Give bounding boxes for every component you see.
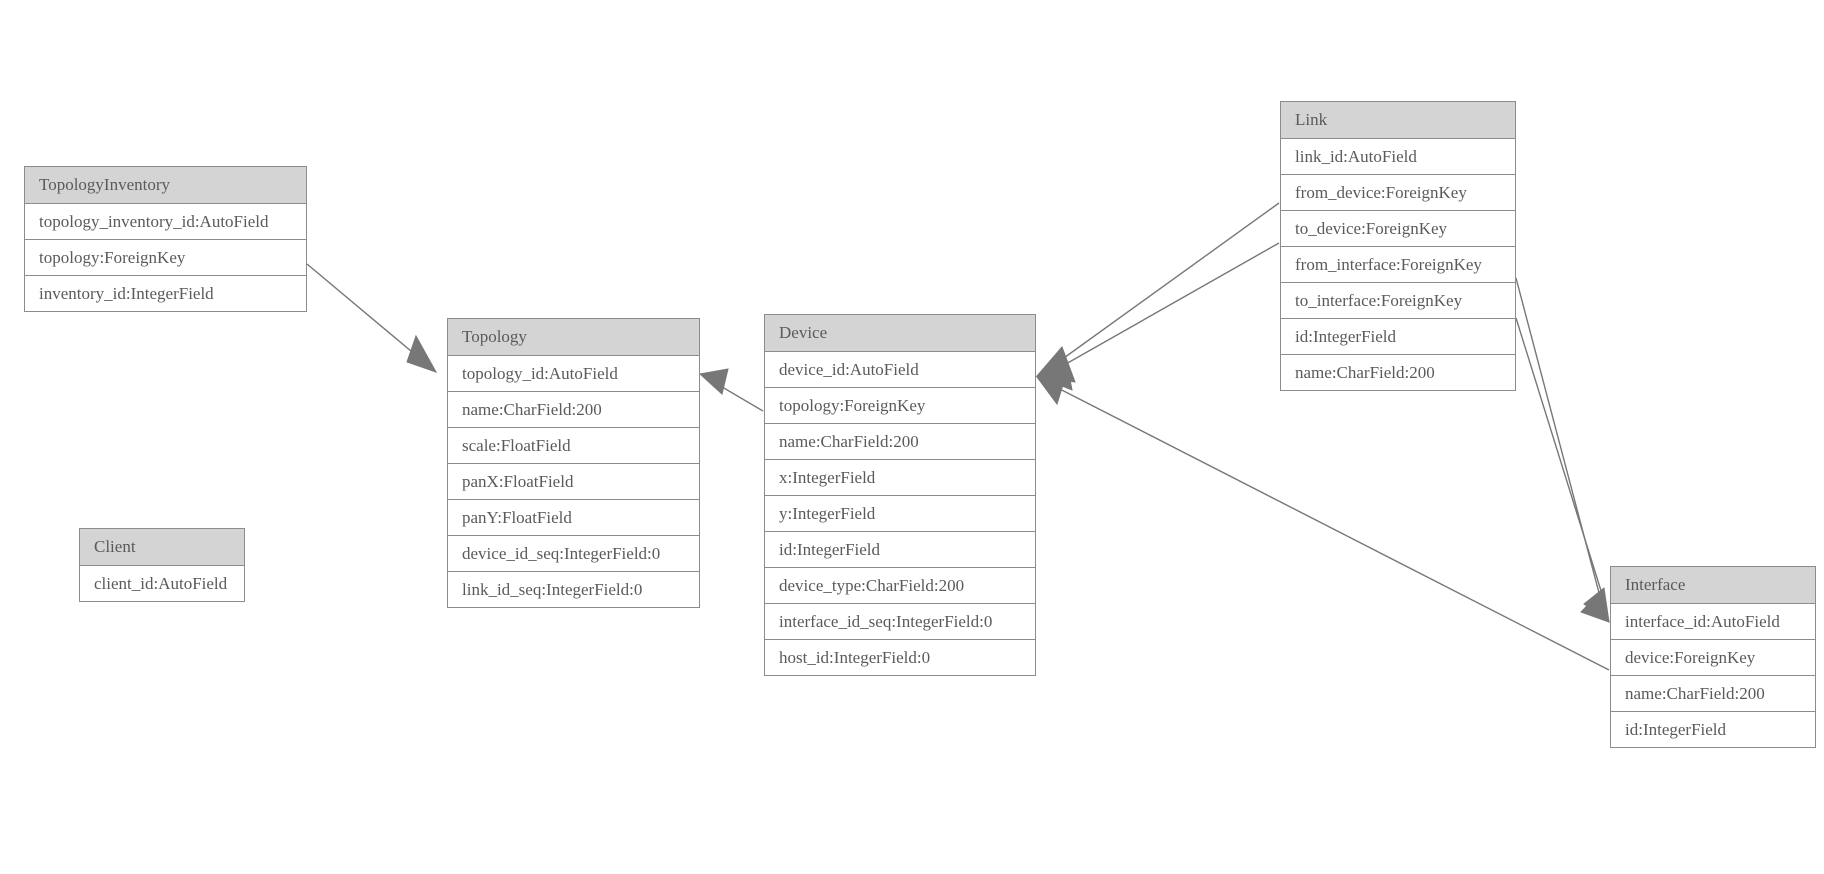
entity-field-row: name:CharField:200 [765,424,1035,460]
entity-field-row: client_id:AutoField [80,566,244,601]
entity-title-client: Client [80,529,244,566]
relationship-line [1515,317,1608,611]
relationship-arrowhead-icon [406,334,438,373]
entity-field-row: device_type:CharField:200 [765,568,1035,604]
entity-field-row: topology_id:AutoField [448,356,699,392]
entity-field-row: id:IntegerField [1281,319,1515,355]
relationship-arrowhead-icon [1583,587,1610,624]
entity-title-device: Device [765,315,1035,352]
relationship-topologyinventory-topology [306,263,438,373]
entity-title-topology_inventory: TopologyInventory [25,167,306,204]
relationship-arrowhead-icon [1035,357,1073,391]
relationship-arrowhead-icon [1036,346,1076,383]
entity-field-row: host_id:IntegerField:0 [765,640,1035,675]
relationship-link-to-interface [1515,317,1610,624]
entity-field-row: interface_id_seq:IntegerField:0 [765,604,1035,640]
entity-field-row: device:ForeignKey [1611,640,1815,676]
relationship-link-to-device [1035,242,1280,391]
entity-field-row: name:CharField:200 [448,392,699,428]
entity-field-row: id:IntegerField [765,532,1035,568]
entity-field-row: name:CharField:200 [1281,355,1515,390]
entity-field-row: name:CharField:200 [1611,676,1815,712]
relationship-interface-device [1036,374,1610,671]
entity-field-row: topology_inventory_id:AutoField [25,204,306,240]
entity-title-interface: Interface [1611,567,1815,604]
entity-title-link: Link [1281,102,1515,139]
entity-field-row: device_id_seq:IntegerField:0 [448,536,699,572]
entity-field-row: inventory_id:IntegerField [25,276,306,311]
entity-field-row: device_id:AutoField [765,352,1035,388]
relationship-line [306,263,437,373]
relationship-arrowhead-icon [1036,374,1067,406]
entity-field-row: x:IntegerField [765,460,1035,496]
entity-field-row: panY:FloatField [448,500,699,536]
relationship-link-from-interface [1515,277,1610,623]
relationship-line [711,380,764,412]
entity-field-row: id:IntegerField [1611,712,1815,747]
entity-field-row: interface_id:AutoField [1611,604,1815,640]
entity-field-row: to_interface:ForeignKey [1281,283,1515,319]
entity-field-row: link_id_seq:IntegerField:0 [448,572,699,607]
relationship-arrowhead-icon [698,368,729,395]
entity-field-row: panX:FloatField [448,464,699,500]
entity-field-row: topology:ForeignKey [765,388,1035,424]
entity-field-row: y:IntegerField [765,496,1035,532]
entity-field-row: link_id:AutoField [1281,139,1515,175]
relationship-line [1049,383,1610,671]
relationship-arrowhead-icon [1580,588,1610,623]
entity-field-row: from_interface:ForeignKey [1281,247,1515,283]
relationship-line [1049,242,1280,374]
relationship-line [1049,202,1280,369]
entity-field-row: scale:FloatField [448,428,699,464]
relationship-line [1515,277,1604,609]
relationship-device-topology [698,368,764,412]
entity-field-row: to_device:ForeignKey [1281,211,1515,247]
entity-field-row: from_device:ForeignKey [1281,175,1515,211]
relationship-link-from-device [1036,202,1280,383]
entity-title-topology: Topology [448,319,699,356]
entity-field-row: topology:ForeignKey [25,240,306,276]
